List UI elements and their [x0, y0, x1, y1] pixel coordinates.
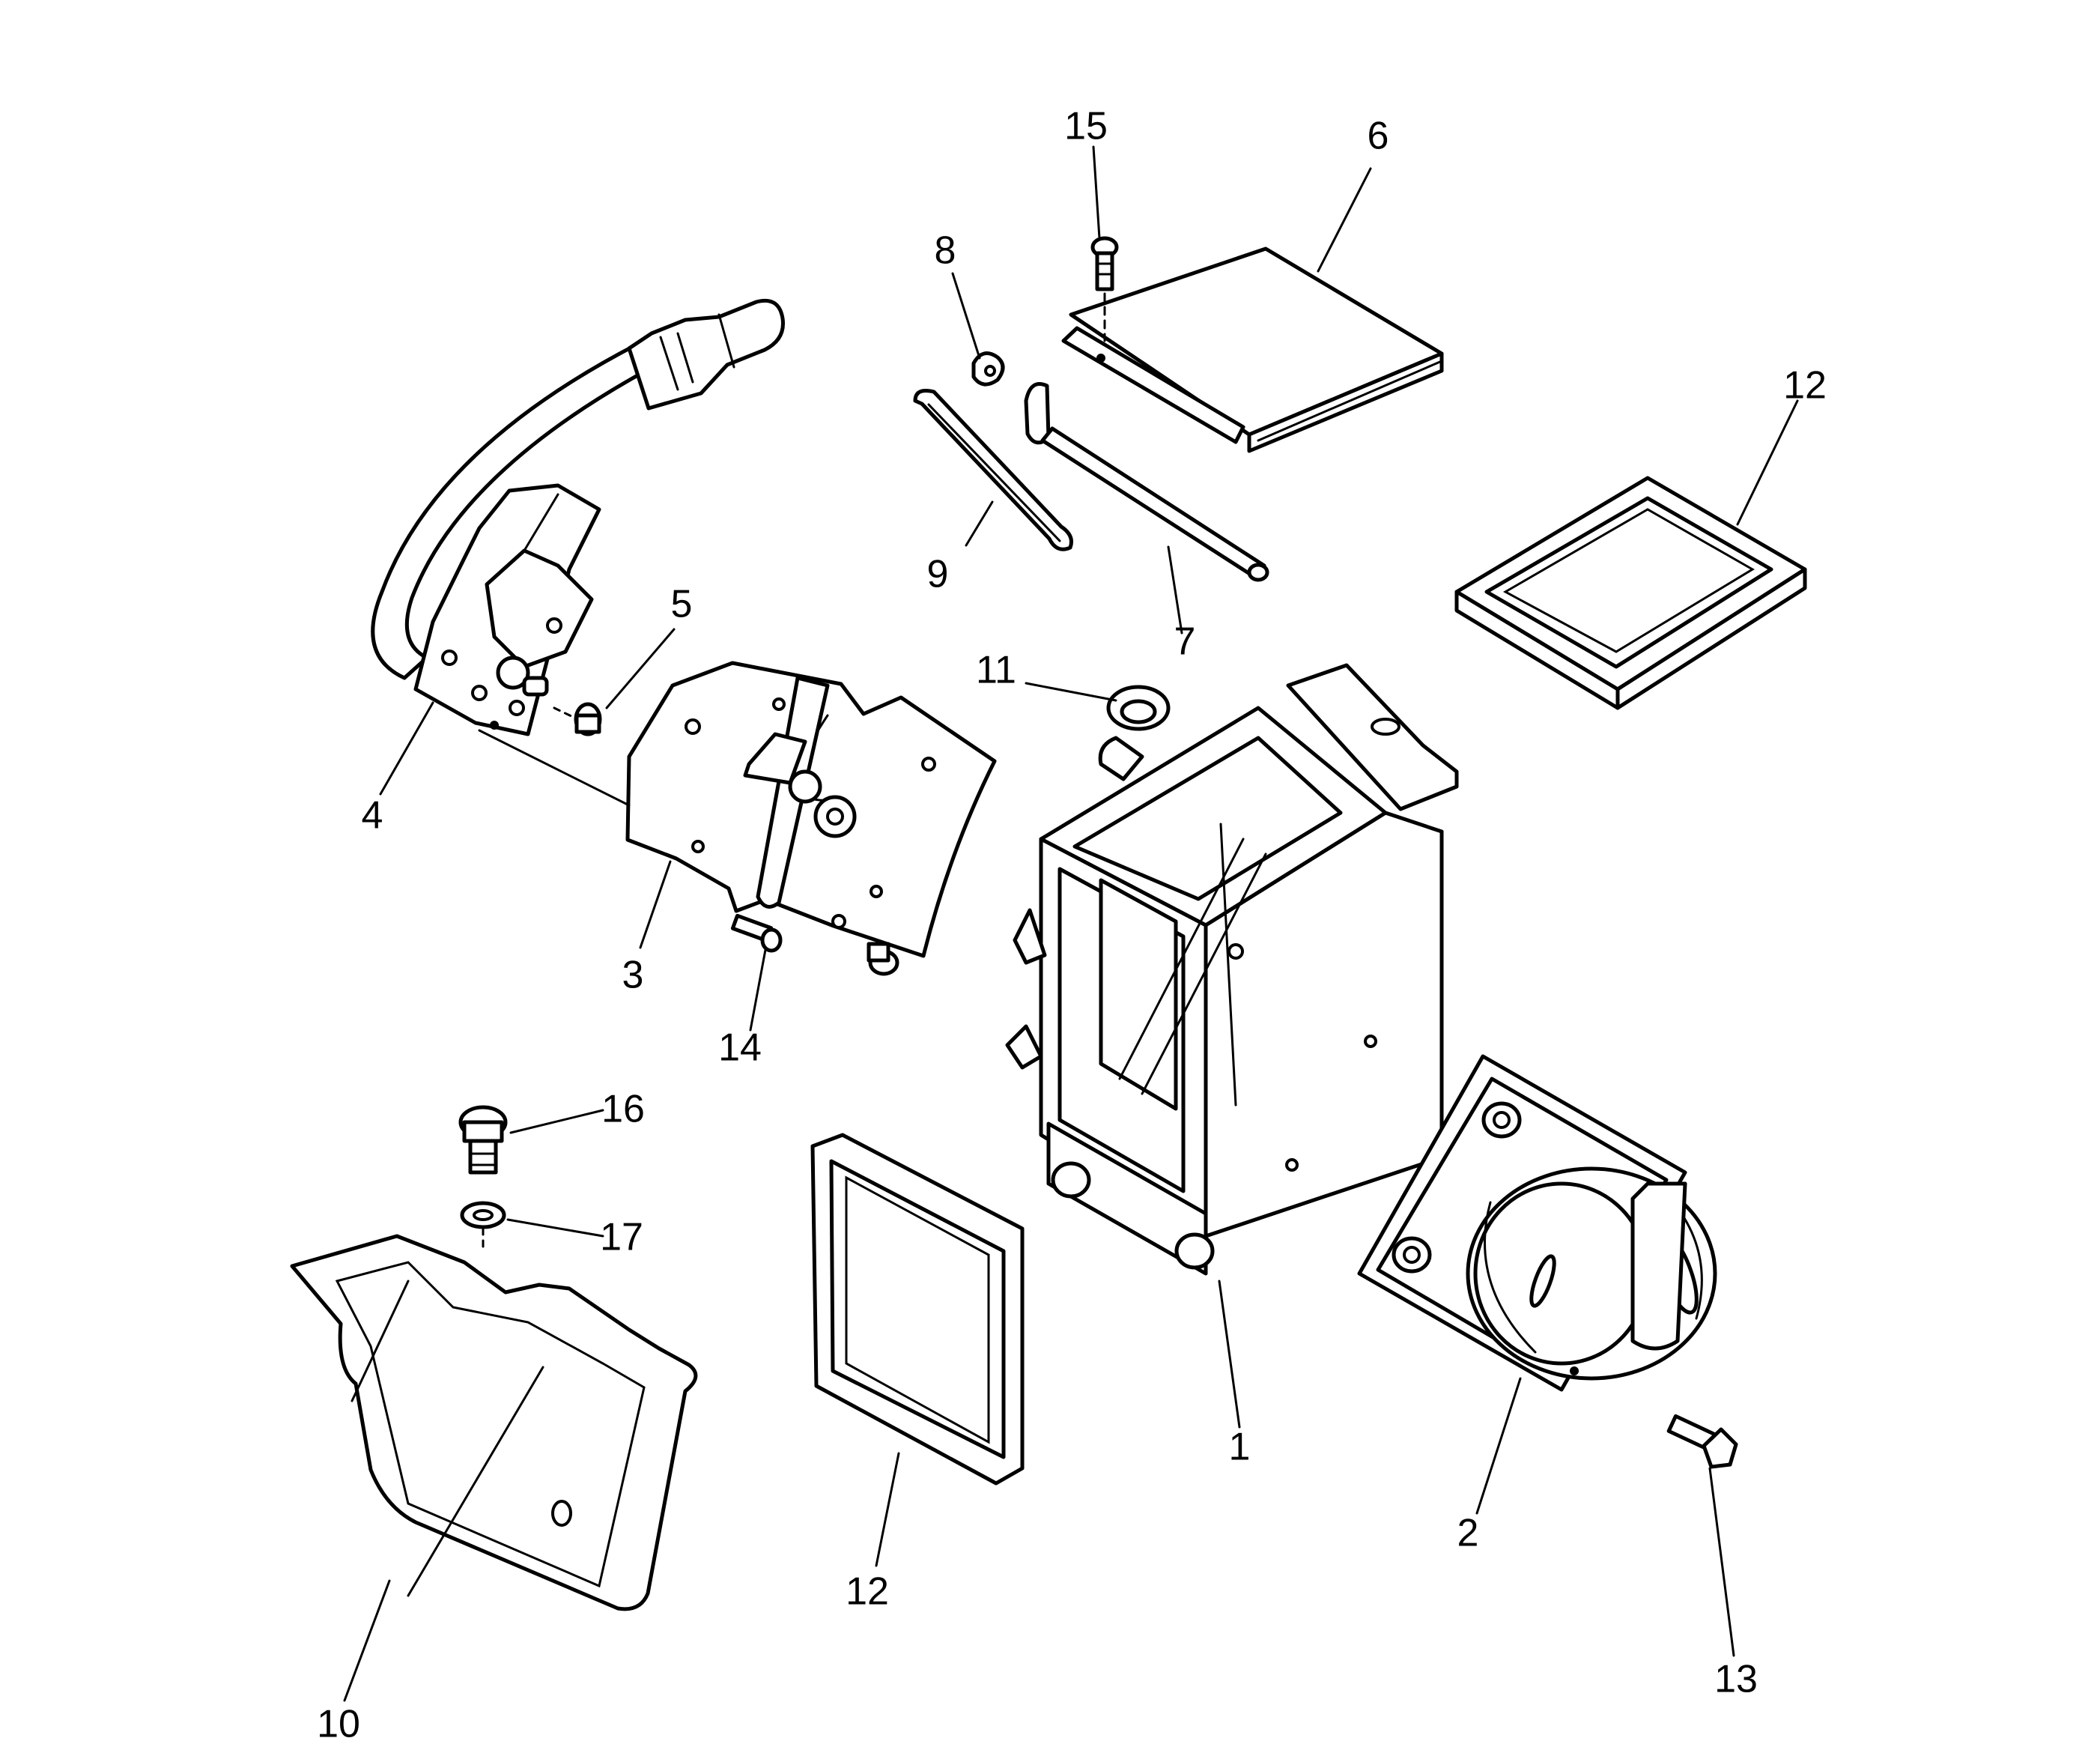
part-13-bolt	[1666, 1414, 1738, 1469]
callout-7: 7	[1174, 620, 1196, 664]
callout-11: 11	[976, 649, 1016, 692]
part-1-heater-case	[1005, 663, 1459, 1276]
part-17-washer	[460, 1201, 506, 1253]
callout-3: 3	[622, 954, 644, 997]
callout-8: 8	[935, 229, 956, 273]
part-8-clip	[971, 351, 1005, 387]
part-6-filter-element	[1061, 246, 1444, 453]
callout-14: 14	[718, 1026, 762, 1070]
callout-13: 13	[1714, 1658, 1758, 1701]
part-7-shaft	[1024, 382, 1269, 582]
part-15-screw	[1090, 236, 1119, 342]
leader-lines	[343, 145, 1799, 1702]
callout-12-right: 12	[1783, 364, 1827, 408]
bolt-small	[867, 942, 899, 976]
part-14-screw	[730, 913, 783, 953]
callout-10: 10	[317, 1703, 360, 1746]
callout-12-center: 12	[846, 1570, 889, 1614]
part-12-gasket-right	[1454, 476, 1807, 710]
callout-9: 9	[927, 553, 949, 596]
part-12-gasket-center	[810, 1133, 1025, 1486]
callout-4: 4	[362, 794, 383, 838]
part-3-lever-plate	[478, 661, 997, 958]
callout-labels: 15 6 8 12 9 7 5 11 4 3 14 16 17 1 2 12 1…	[317, 105, 1827, 1746]
callout-17: 17	[600, 1216, 643, 1259]
callout-5: 5	[671, 583, 693, 626]
callout-16: 16	[601, 1088, 645, 1131]
part-2-blower-motor	[1357, 1054, 1717, 1392]
part-11-grommet	[1106, 685, 1171, 731]
part-10-cover	[290, 1234, 698, 1611]
part-16-bolt	[458, 1105, 508, 1175]
callout-2: 2	[1457, 1512, 1479, 1555]
callout-6: 6	[1368, 115, 1389, 158]
callout-15: 15	[1064, 105, 1108, 148]
callout-1: 1	[1229, 1426, 1251, 1469]
part-4-actuator	[371, 298, 785, 736]
part-9-rod	[913, 389, 1073, 551]
part-5-nut	[553, 702, 602, 736]
